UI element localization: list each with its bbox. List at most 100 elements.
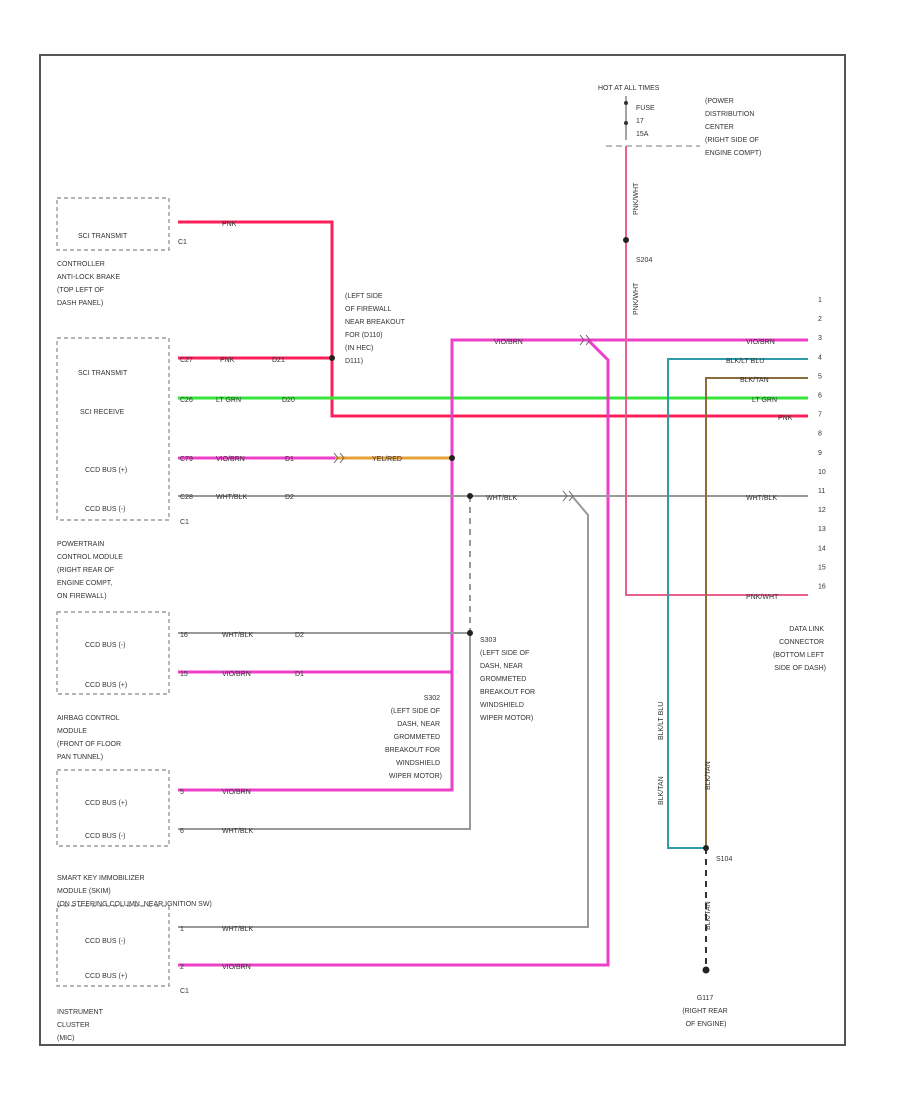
dlc-pin-13: 13	[818, 526, 826, 533]
pcm-pin-ccd-plus: CCD BUS (+)	[85, 467, 127, 474]
wire-label-cl-a-color: WHT/BLK	[222, 926, 253, 933]
cluster-pin-ccd-minus: CCD BUS (-)	[85, 938, 125, 945]
splice-s111-label: (LEFT SIDE OF FIREWALL NEAR BREAKOUT FOR…	[345, 293, 407, 365]
dlc-pin-1: 1	[818, 297, 822, 304]
dlc-wire-label-6: LT GRN	[752, 397, 777, 404]
cluster-connector-id: C1	[180, 988, 189, 995]
wire-label-vert-blk-ltblu: BLK/LT BLU	[658, 702, 665, 740]
wire-abs-sci-transmit	[178, 220, 334, 358]
wire-label-skim-a-pin: 5	[180, 789, 184, 796]
pcm-connector-id: C1	[180, 519, 189, 526]
wire-label-acm-a-color: WHT/BLK	[222, 632, 253, 639]
dlc-pin-10: 10	[818, 469, 826, 476]
dlc-pin-5: 5	[818, 373, 822, 380]
acm-pin-ccd-plus: CCD BUS (+)	[85, 682, 127, 689]
dlc-wire-label-11: WHT/BLK	[746, 495, 777, 502]
wire-label-wht-blk-right: WHT/BLK	[486, 495, 517, 502]
pdc-label: (POWER DISTRIBUTION CENTER (RIGHT SIDE O…	[705, 98, 761, 157]
wire-label-pcm-ccdn-color: WHT/BLK	[216, 494, 247, 501]
splice-s204-dot	[623, 237, 629, 243]
wire-label-acm-a-pin: 16	[180, 632, 188, 639]
wire-label-pcm-rx-pin: C26	[180, 397, 193, 404]
splice-s302-dot	[449, 455, 455, 461]
dlc-pin-7: 7	[818, 412, 822, 419]
splice-s104-dot	[703, 845, 709, 851]
dlc-pin-12: 12	[818, 507, 826, 514]
ground-g117-label: G117 (RIGHT REAR OF ENGINE)	[682, 995, 729, 1028]
wire-label-pcm-tx-circuit: D21	[272, 357, 285, 364]
ground-g117-dot	[702, 966, 710, 974]
dlc-wire-label-7: PNK	[778, 415, 793, 422]
wire-label-cl-a-pin: 1	[180, 926, 184, 933]
wire-label-s204-out: PNK/WHT	[633, 282, 640, 315]
splice-s111-dot	[329, 355, 335, 361]
wire-label-acm-b-circuit: D1	[295, 671, 304, 678]
abs-connector-id: C1	[178, 239, 187, 246]
wire-label-pcm-tx-pin: C27	[180, 357, 193, 364]
wire-cluster-ccd-plus	[178, 338, 610, 967]
wire-label-pcm-ccdp-pin: C79	[180, 456, 193, 463]
skim-module-description: SMART KEY IMMOBILIZER MODULE (SKIM) (ON …	[57, 875, 212, 908]
wire-label-pcm-tx-color: PNK	[220, 357, 235, 364]
dlc-pin-15: 15	[818, 564, 826, 571]
splice-s204-label: S204	[636, 257, 652, 264]
cluster-module-box	[56, 905, 170, 987]
wire-label-cl-b-color: VIO/BRN	[222, 964, 251, 971]
wire-label-pcm-ccdn-circuit: D2	[285, 494, 294, 501]
dlc-wire-label-5: BLK/TAN	[740, 377, 769, 384]
wire-label-cl-b-pin: 2	[180, 964, 184, 971]
pcm-module-box	[56, 337, 170, 521]
abs-module-box	[56, 197, 170, 251]
dlc-pin-11: 11	[818, 488, 825, 495]
wire-label-acm-a-circuit: D2	[295, 632, 304, 639]
wire-label-acm-b-pin: 15	[180, 671, 188, 678]
dlc-pin-6: 6	[818, 393, 822, 400]
fuse-number: 17	[636, 118, 644, 125]
wire-cluster-ccd-minus	[178, 495, 589, 928]
wire-label-pcm-ccdp-ext: YEL/RED	[372, 456, 402, 463]
hot-at-all-times-label: HOT AT ALL TIMES	[598, 85, 660, 92]
fuse-rating: 15A	[636, 131, 649, 138]
abs-pin-sci-transmit: SCI TRANSMIT	[78, 233, 128, 240]
splice-s303-dot-top	[467, 493, 473, 499]
skim-pin-ccd-plus: CCD BUS (+)	[85, 800, 127, 807]
dlc-wire-label-4: BLK/LT BLU	[726, 358, 764, 365]
fuse-symbol	[624, 96, 628, 140]
skim-module-box	[56, 769, 170, 847]
wire-label-abs-pnk: PNK	[222, 221, 237, 228]
wire-pnk-wht-to-dlc16	[625, 146, 808, 596]
pcm-module-description: POWERTRAIN CONTROL MODULE (RIGHT REAR OF…	[57, 541, 125, 600]
abs-module-description: CONTROLLER ANTI-LOCK BRAKE (TOP LEFT OF …	[57, 261, 122, 307]
wire-pnk-to-dlc7	[330, 358, 808, 418]
wire-label-pcm-rx-circuit: D20	[282, 397, 295, 404]
diagram-frame	[39, 54, 846, 1046]
wire-label-pcm-ccdp-circuit: D1	[285, 456, 294, 463]
cluster-pin-ccd-plus: CCD BUS (+)	[85, 973, 127, 980]
dlc-wire-label-16: PNK/WHT	[746, 594, 779, 601]
dlc-pin-16: 16	[818, 584, 826, 591]
dlc-pin-9: 9	[818, 450, 822, 457]
wire-label-pcm-ccdp-color: VIO/BRN	[216, 456, 245, 463]
pcm-pin-sci-transmit: SCI TRANSMIT	[78, 370, 128, 377]
cluster-module-description: INSTRUMENT CLUSTER (MIC)	[57, 1009, 105, 1042]
dlc-pin-4: 4	[818, 354, 822, 361]
splice-s104-label: S104	[716, 856, 732, 863]
wire-label-skim-a-color: VIO/BRN	[222, 789, 251, 796]
wire-skim-ccd-plus	[178, 672, 454, 792]
acm-module-box	[56, 611, 170, 695]
acm-module-description: AIRBAG CONTROL MODULE (FRONT OF FLOOR PA…	[57, 715, 123, 761]
inline-connector-yel-red	[333, 452, 345, 464]
wire-label-vert-blk-tan-1: BLK/TAN	[658, 776, 665, 805]
fuse-label: FUSE	[636, 105, 655, 112]
pcm-pin-ccd-minus: CCD BUS (-)	[85, 506, 125, 513]
wire-label-vio-brn-top: VIO/BRN	[494, 339, 523, 346]
wire-label-fuse-out: PNK/WHT	[633, 182, 640, 215]
wire-label-pcm-ccdn-pin: C28	[180, 494, 193, 501]
wire-label-ground: BLK/TAN	[705, 901, 712, 930]
dlc-pin-2: 2	[818, 316, 822, 323]
wire-label-skim-b-color: WHT/BLK	[222, 828, 253, 835]
wire-label-pcm-rx-color: LT GRN	[216, 397, 241, 404]
wire-blk-tan-dlc5	[705, 377, 808, 848]
